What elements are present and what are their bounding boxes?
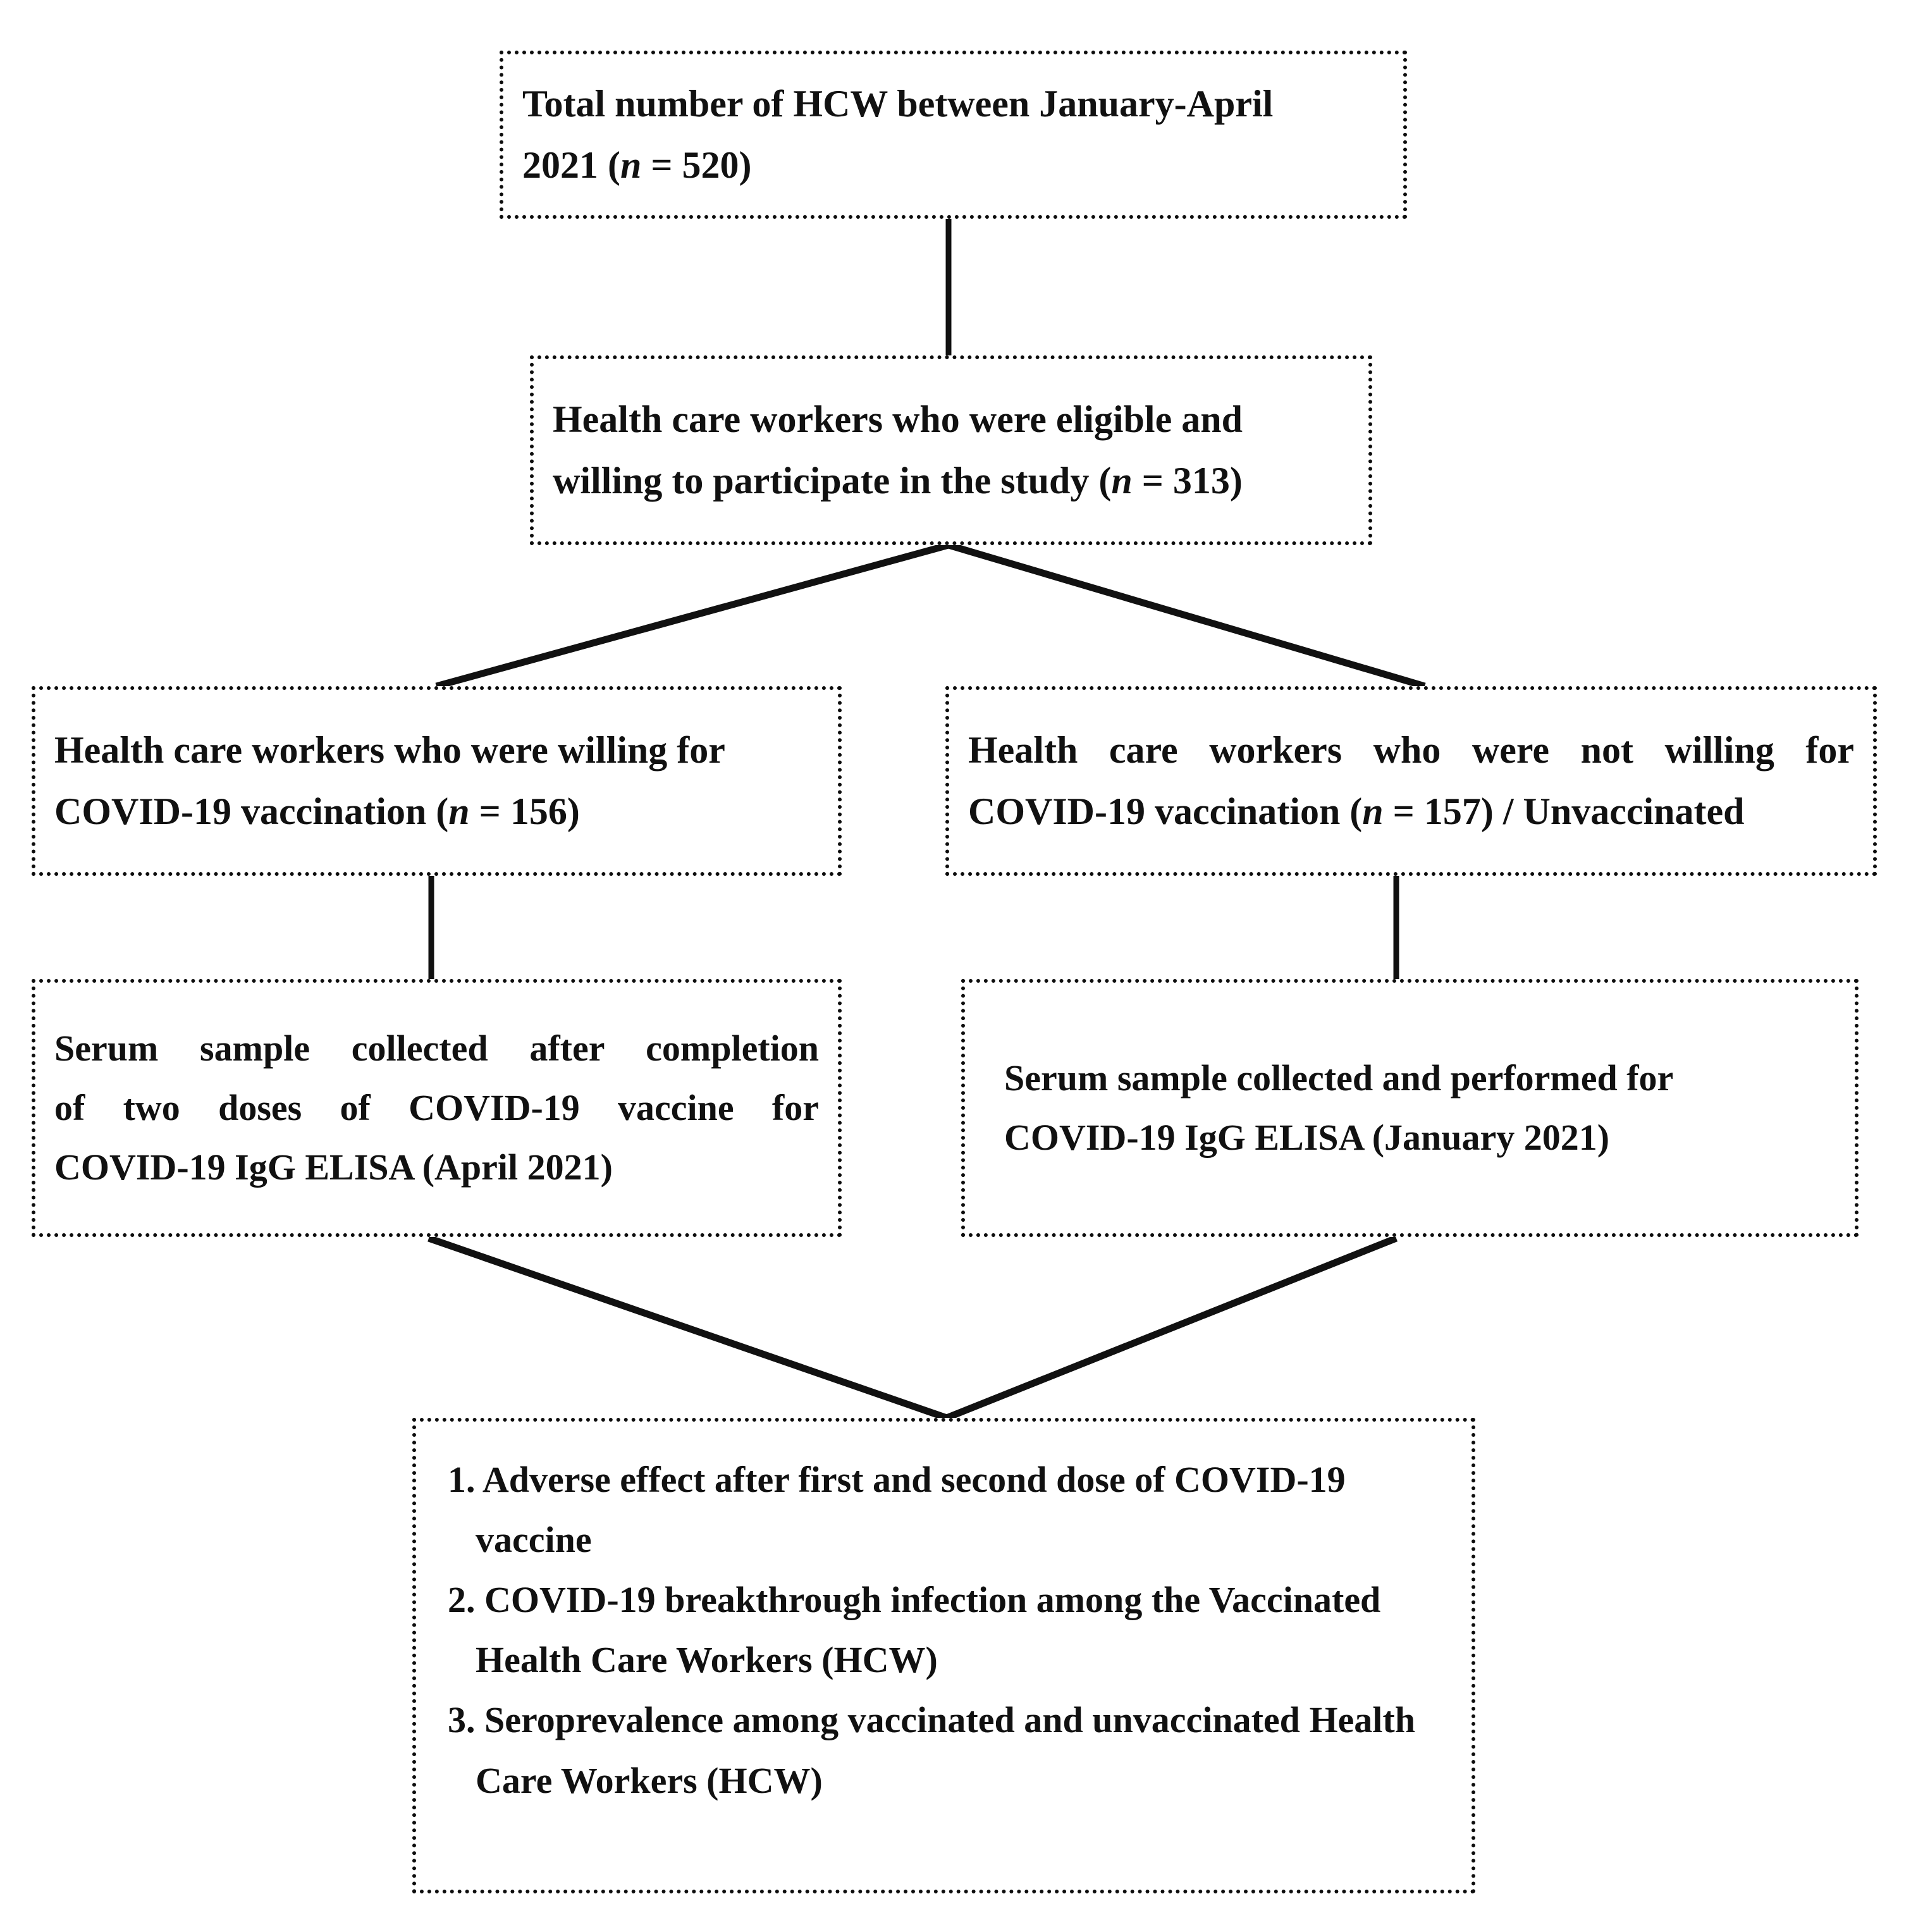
outcome-1-number: 1. (448, 1459, 476, 1500)
outcome-2-line-1: COVID-19 breakthrough infection among th… (484, 1579, 1381, 1621)
node-study-outcomes: 1. Adverse effect after first and second… (412, 1418, 1475, 1893)
outcome-3-line-1: Seroprevalence among vaccinated and unva… (484, 1699, 1300, 1741)
connector-eligible-to-willing (435, 541, 950, 690)
node-eligible-line-2: willing to participate in the study (n =… (534, 450, 1368, 512)
willing-suffix: = 156) (469, 791, 580, 832)
outcome-3-number: 3. (448, 1699, 476, 1741)
outcome-1-line-1: Adverse effect after first and second do… (482, 1459, 1346, 1500)
outcome-item-1: 1. Adverse effect after first and second… (444, 1449, 1472, 1570)
total-hcw-prefix: 2021 ( (522, 144, 620, 186)
node-serum-vaccinated-line-3: COVID-19 IgG ELISA (April 2021) (54, 1146, 613, 1188)
node-total-hcw-line-2: 2021 (n = 520) (503, 135, 1403, 196)
node-eligible-participants: Health care workers who were eligible an… (530, 355, 1372, 545)
not-willing-suffix: = 157) / Unvaccinated (1383, 791, 1745, 832)
not-willing-prefix: COVID-19 vaccination ( (968, 791, 1363, 832)
node-willing-for-vaccination: Health care workers who were willing for… (32, 686, 842, 876)
outcome-1-line-2: vaccine (476, 1519, 592, 1561)
node-total-hcw: Total number of HCW between January-Apri… (500, 51, 1407, 219)
node-not-willing-for-vaccination: Health care workers who were not willing… (945, 686, 1877, 876)
node-serum-vaccinated-line-2: of two doses of COVID-19 vaccine for (54, 1087, 819, 1129)
connector-serum-vaccinated-to-outcomes (427, 1234, 948, 1422)
node-not-willing-line-2: COVID-19 vaccination (n = 157) / Unvacci… (949, 781, 1873, 842)
eligible-suffix: = 313) (1132, 460, 1243, 501)
total-hcw-n-symbol: n (620, 144, 642, 186)
not-willing-n-symbol: n (1362, 791, 1384, 832)
outcome-2-number: 2. (448, 1579, 476, 1621)
outcome-3-line-2: Health Care Workers (HCW) (476, 1699, 1415, 1801)
outcome-item-2: 2. COVID-19 breakthrough infection among… (444, 1570, 1472, 1690)
willing-prefix: COVID-19 vaccination ( (54, 791, 449, 832)
node-serum-unvaccinated-line-1: Serum sample collected and performed for (1004, 1057, 1674, 1099)
node-serum-vaccinated-line-1: Serum sample collected after completion (54, 1028, 819, 1069)
outcome-item-3: 3. Seroprevalence among vaccinated and u… (444, 1690, 1472, 1810)
node-willing-line-2: COVID-19 vaccination (n = 156) (35, 781, 838, 842)
node-willing-line-1: Health care workers who were willing for (54, 729, 725, 771)
outcome-2-line-2: Health Care Workers (HCW) (476, 1639, 938, 1681)
eligible-n-symbol: n (1111, 460, 1133, 501)
node-serum-unvaccinated-line-2: COVID-19 IgG ELISA (January 2021) (1004, 1117, 1610, 1158)
connector-eligible-to-not-willing (947, 541, 1426, 690)
connector-serum-unvaccinated-to-outcomes (945, 1234, 1398, 1422)
node-eligible-line-1: Health care workers who were eligible an… (553, 398, 1243, 440)
total-hcw-suffix: = 520) (641, 144, 752, 186)
node-total-hcw-line-1: Total number of HCW between January-Apri… (522, 82, 1274, 125)
node-serum-sample-vaccinated: Serum sample collected after completion … (32, 979, 842, 1237)
eligible-prefix: willing to participate in the study ( (553, 460, 1112, 501)
willing-n-symbol: n (448, 791, 470, 832)
node-serum-sample-unvaccinated: Serum sample collected and performed for… (961, 979, 1859, 1237)
node-not-willing-line-1: Health care workers who were not willing… (968, 729, 1854, 771)
